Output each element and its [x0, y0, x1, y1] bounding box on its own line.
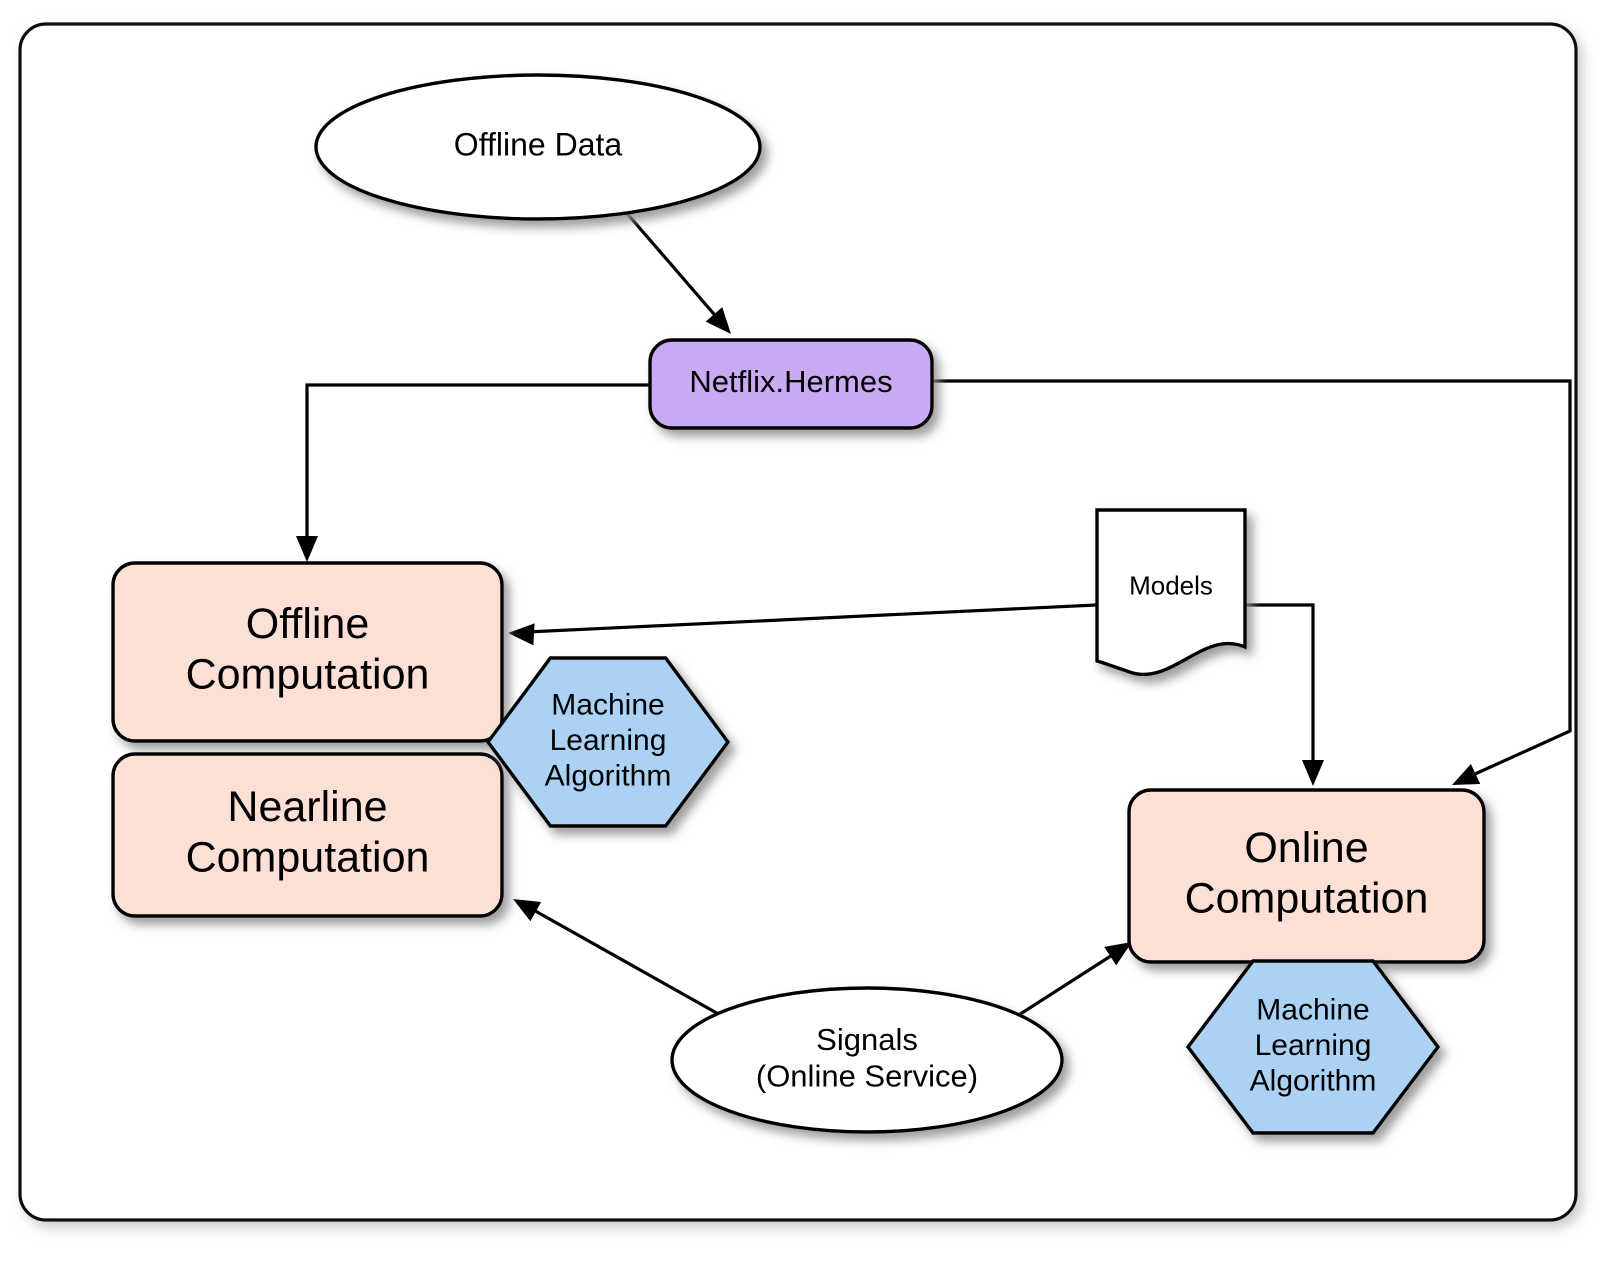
edge-signals-to-nearline-computation — [513, 899, 723, 1018]
edge-signals-to-nearline-computation-line — [529, 906, 723, 1018]
edge-signals-to-nearline-computation-arrowhead — [513, 899, 542, 922]
nearline-computation-node-label: Nearline — [227, 783, 387, 831]
netflix-hermes-node-shape — [648, 338, 934, 430]
edge-hermes-to-offline-computation — [296, 383, 649, 562]
machine-learning-algorithm-offline-node-label: Learning — [550, 724, 667, 757]
machine-learning-algorithm-offline-node-label: Algorithm — [545, 759, 672, 792]
machine-learning-algorithm-online-node-label: Algorithm — [1250, 1064, 1377, 1097]
models-document-node-shape — [1095, 508, 1247, 676]
offline-computation-node-label: Computation — [186, 651, 430, 699]
signals-online-service-node-label: Signals — [816, 1022, 918, 1057]
edge-offline-data-to-hermes — [616, 201, 731, 334]
machine-learning-algorithm-offline-node-label: Machine — [551, 689, 664, 722]
netflix-hermes-node-label: Netflix.Hermes — [689, 364, 892, 399]
offline-data-node[interactable]: Offline Data — [314, 73, 762, 221]
edge-models-to-online-computation-line — [1245, 603, 1315, 768]
edge-models-to-offline-computation-arrowhead — [508, 623, 535, 646]
signals-online-service-node-label: (Online Service) — [756, 1058, 978, 1093]
offline-data-node-shape — [314, 73, 762, 221]
edge-models-to-online-computation — [1245, 603, 1324, 786]
edge-hermes-to-online-computation-line — [933, 379, 1572, 781]
edge-hermes-to-online-computation — [933, 379, 1572, 785]
edge-models-to-online-computation-arrowhead — [1302, 760, 1324, 786]
signals-online-service-node[interactable]: Signals(Online Service) — [670, 986, 1064, 1134]
edge-hermes-to-offline-computation-line — [305, 383, 649, 546]
edge-hermes-to-online-computation-arrowhead — [1452, 764, 1481, 785]
nearline-computation-node-shape — [111, 752, 504, 918]
signals-online-service-node-shape — [670, 986, 1064, 1134]
offline-computation-node-shape — [111, 561, 504, 743]
edge-offline-data-to-hermes-arrowhead — [705, 307, 731, 334]
online-computation-node-label: Online — [1244, 824, 1368, 872]
machine-learning-algorithm-offline-node-shape — [485, 656, 731, 828]
edge-models-to-offline-computation — [508, 603, 1097, 646]
offline-data-node-label: Offline Data — [454, 126, 623, 162]
models-document-node[interactable]: Models — [1095, 508, 1247, 676]
edge-signals-to-online-computation-arrowhead — [1104, 942, 1132, 966]
offline-computation-node-label: Offline — [246, 600, 370, 648]
online-computation-node-label: Computation — [1185, 875, 1429, 923]
edge-layer — [296, 201, 1572, 1029]
netflix-hermes-node[interactable]: Netflix.Hermes — [648, 338, 934, 430]
edge-offline-data-to-hermes-line — [616, 201, 728, 330]
machine-learning-algorithm-online-node-label: Machine — [1256, 994, 1369, 1027]
models-document-node-label: Models — [1129, 570, 1213, 600]
machine-learning-algorithm-online-node-label: Learning — [1255, 1029, 1372, 1062]
nearline-computation-node-label: Computation — [186, 834, 430, 882]
edge-models-to-offline-computation-line — [526, 603, 1097, 634]
machine-learning-algorithm-online-node-shape — [1185, 959, 1441, 1135]
edge-hermes-to-offline-computation-arrowhead — [296, 536, 318, 562]
node-layer: Offline DataNetflix.HermesOfflineComputa… — [111, 73, 1486, 1135]
